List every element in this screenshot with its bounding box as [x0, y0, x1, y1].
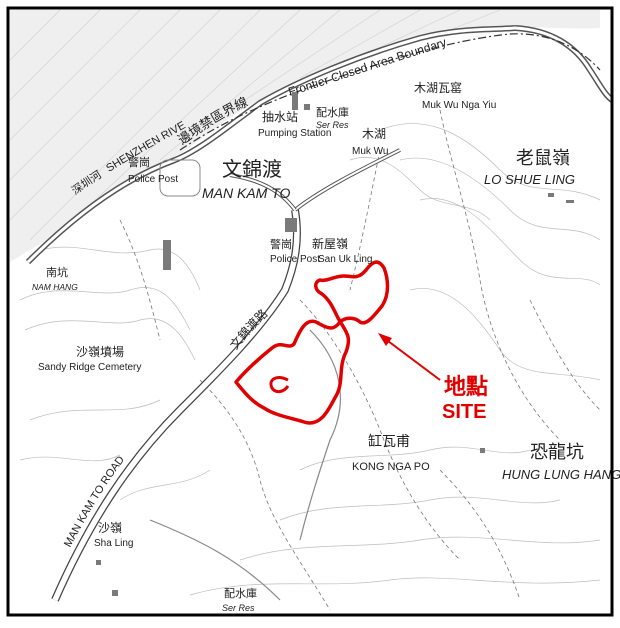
hung-lung-hang: HUNG LUNG HANG [502, 467, 620, 482]
man-kam-to-road [51, 209, 301, 602]
man-kam-to-cn-label: 文錦渡 [222, 158, 282, 181]
police-post-left-cn: 警崗 [128, 155, 150, 169]
ser-res-top-cn: 配水庫 [316, 105, 349, 119]
contour-lines [19, 123, 601, 596]
lo-shue-ling-cn: 老鼠嶺 [516, 148, 570, 168]
minor-roads [149, 148, 401, 601]
muk-wu: Muk Wu [352, 146, 389, 157]
site-boundary [234, 260, 390, 425]
buildings [96, 92, 574, 596]
muk-wu-nga-yiu: Muk Wu Nga Yiu [422, 100, 496, 111]
sha-ling: Sha Ling [94, 538, 133, 549]
site-cn-label: 地點 [444, 374, 488, 399]
shenzhen-land [10, 10, 600, 262]
man-kam-to-label: MAN KAM TO [202, 185, 291, 201]
ser-res-bottom-cn: 配水庫 [224, 586, 257, 600]
sha-ling-cn: 沙嶺 [98, 521, 122, 535]
site-label: SITE [442, 401, 486, 423]
muk-wu-cn: 木湖 [362, 126, 386, 141]
sandy-ridge-cn: 沙嶺墳場 [76, 345, 124, 359]
police-post-mid-cn: 警崗 [270, 237, 292, 251]
nam-hang: NAM HANG [32, 282, 78, 292]
hatching [9, 9, 501, 241]
ser-res-top: Ser Res [316, 120, 349, 130]
san-uk-ling-cn: 新屋嶺 [312, 236, 348, 251]
police-post-mid: Police Post [270, 254, 320, 265]
muk-wu-nga-yiu-cn: 木湖瓦窰 [414, 80, 462, 95]
hung-lung-hang-cn: 恐龍坑 [530, 442, 584, 462]
kong-nga-po: KONG NGA PO [352, 461, 430, 473]
sandy-ridge: Sandy Ridge Cemetery [38, 362, 141, 373]
police-post-compound [159, 159, 201, 197]
lo-shue-ling: LO SHUE LING [484, 172, 575, 187]
nam-hang-cn: 南坑 [46, 265, 68, 279]
map-frame [6, 6, 614, 617]
pumping-station-cn-label: 抽水站 [262, 110, 298, 124]
police-post-left: Police Post [128, 174, 178, 185]
pumping-station-label: Pumping Station [258, 128, 331, 139]
site-pointer-arrow [378, 333, 441, 381]
san-uk-ling: San Uk Ling [318, 254, 372, 265]
ser-res-bottom: Ser Res [222, 603, 255, 613]
kong-nga-po-cn: 缸瓦甫 [368, 433, 410, 449]
frontier-boundary-line [179, 33, 601, 151]
